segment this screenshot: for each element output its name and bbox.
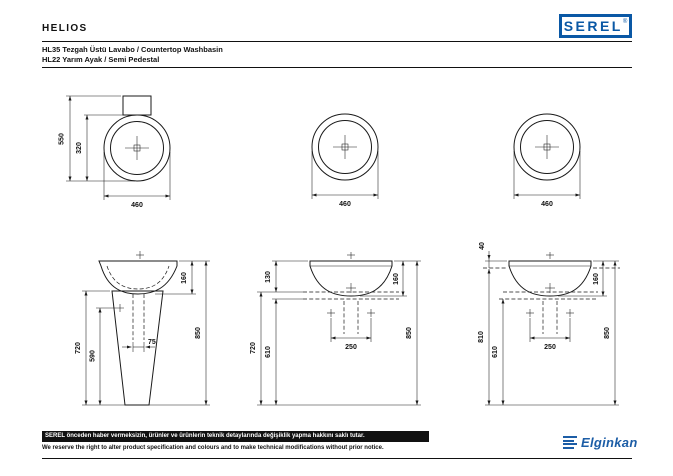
- dim-label-basin-height: 160: [593, 273, 600, 285]
- front-view-dimensions: 130 720 610 160 850 250: [250, 260, 421, 406]
- dim-label-bowl-depth: 320: [76, 142, 83, 154]
- elginkan-text: Elginkan: [581, 435, 638, 450]
- dim-label-total-depth: 550: [59, 133, 66, 145]
- top-view-3: 460: [513, 113, 581, 208]
- dim-label-fixing-height: 610: [265, 346, 272, 358]
- basin-rim-outer: [311, 113, 379, 181]
- footer-rule: [42, 458, 632, 459]
- registered-mark: ®: [622, 19, 628, 25]
- top-view-3-geometry: [513, 113, 581, 181]
- basin-outline: [508, 260, 592, 297]
- front-view-geometry: [303, 252, 399, 334]
- dim-label-fixing-height: 610: [492, 346, 499, 358]
- top-view-3-dimensions: 460: [513, 151, 581, 208]
- dim-label-width: 460: [339, 201, 351, 208]
- top-view-1-geometry: [103, 95, 171, 182]
- side-view-with-pedestal: 160 850 720 590 75: [75, 251, 210, 406]
- dim-label-pedestal-height: 720: [75, 342, 82, 354]
- basin-outline: [309, 260, 393, 297]
- subheader-rule: [42, 67, 632, 68]
- basin-bowl-inner: [520, 120, 574, 174]
- product-line-1: HL35 Tezgah Üstü Lavabo / Countertop Was…: [42, 45, 223, 54]
- top-view-2: 460: [311, 113, 379, 208]
- top-view-1-dimensions: 460 550 320: [59, 95, 171, 209]
- footer-notice-tr: SEREL önceden haber vermeksizin, ürünler…: [45, 433, 365, 439]
- basin-bowl-inner: [110, 121, 164, 175]
- dim-label-apron-height: 130: [265, 271, 272, 283]
- dim-label-total-height: 850: [195, 327, 202, 339]
- dim-label-counter-height: 810: [478, 331, 485, 343]
- serel-logo-box: SEREL®: [559, 14, 632, 38]
- top-view-2-dimensions: 460: [311, 151, 379, 208]
- countertop-view-geometry: [483, 252, 620, 334]
- dim-label-basin-height: 160: [393, 273, 400, 285]
- dim-label-hole-spacing: 250: [345, 344, 357, 351]
- elginkan-icon: [563, 436, 577, 449]
- dim-label-under-height: 720: [250, 342, 257, 354]
- side-view-dimensions: 160 850 720 590 75: [75, 260, 210, 406]
- dim-label-basin-height: 160: [181, 272, 188, 284]
- basin-bowl-inner: [318, 120, 372, 174]
- dim-label-hole-spacing: 250: [544, 344, 556, 351]
- side-view-countertop: 40 810 610 160 850 250: [478, 242, 620, 406]
- basin-rim-outer: [103, 114, 171, 182]
- product-line-2: HL22 Yarım Ayak / Semi Pedestal: [42, 55, 160, 64]
- header-rule: [42, 41, 632, 42]
- elginkan-logo: Elginkan: [563, 435, 638, 450]
- basin-outline: [98, 260, 178, 295]
- serel-logo-text: SEREL: [563, 18, 623, 34]
- dim-label-total-height: 850: [406, 327, 413, 339]
- bowl-hidden-line: [106, 265, 170, 290]
- dim-label-total-height: 850: [604, 327, 611, 339]
- page-title: HELIOS: [42, 23, 88, 34]
- footer-notice-en: We reserve the right to alter product sp…: [42, 445, 384, 451]
- dim-label-drain-offset: 75: [148, 339, 156, 346]
- basin-rim-outer: [513, 113, 581, 181]
- dim-label-fixing-height: 590: [90, 350, 97, 362]
- dim-label-rim-above-counter: 40: [479, 242, 486, 250]
- dim-label-width: 460: [541, 201, 553, 208]
- top-view-2-geometry: [311, 113, 379, 181]
- top-view-1: 460 550 320: [59, 95, 171, 209]
- front-view: 130 720 610 160 850 250: [250, 252, 421, 406]
- back-ledge: [122, 95, 152, 116]
- side-view-geometry: [96, 251, 178, 406]
- footer-notice-bar: SEREL önceden haber vermeksizin, ürünler…: [42, 431, 429, 442]
- countertop-view-dimensions: 40 810 610 160 850 250: [478, 242, 619, 406]
- dim-label-width: 460: [131, 202, 143, 209]
